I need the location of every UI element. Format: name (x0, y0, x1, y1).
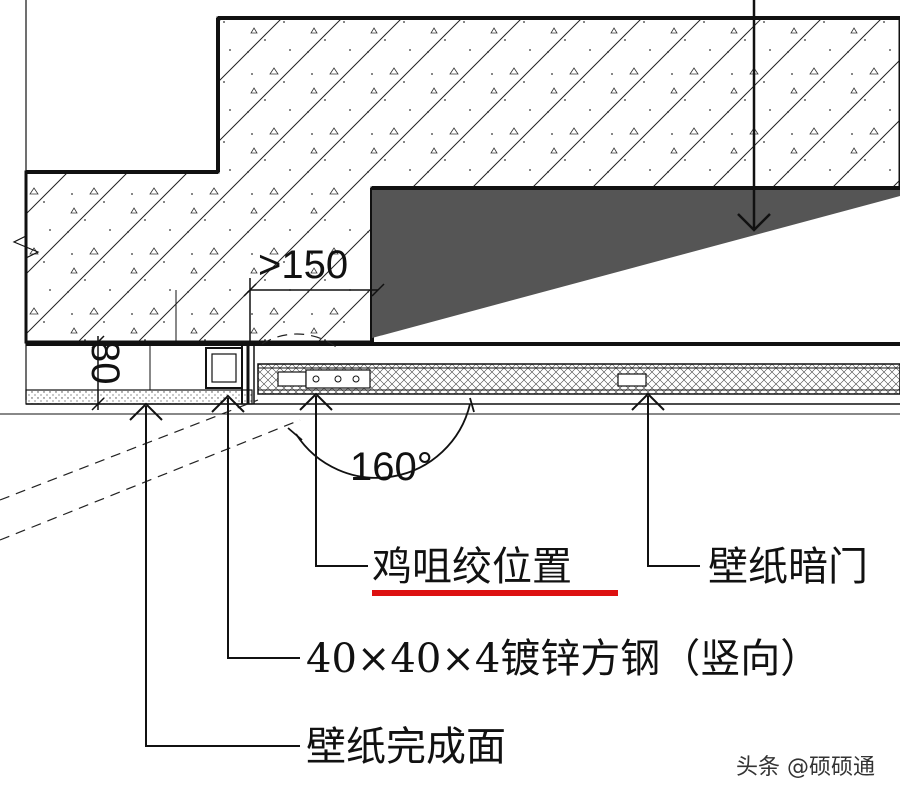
hidden-door-label: 壁纸暗门 (708, 544, 868, 590)
reference-arrow (737, 0, 771, 232)
hinge-position-label: 鸡咀绞位置 (372, 544, 572, 590)
angle-arc (287, 397, 475, 479)
steel-tube-label: 40×40×4镀锌方钢（竖向） (306, 636, 820, 682)
dimension-150 (243, 278, 385, 344)
door-swing (0, 333, 341, 541)
leader-lines (129, 392, 700, 747)
break-line (12, 0, 40, 400)
highlight-underline (372, 590, 618, 596)
dimension-80-label: 80 (83, 340, 127, 385)
wall-finish-layers (0, 342, 900, 415)
steel-tube (149, 290, 255, 404)
wallpaper-finish-label: 壁纸完成面 (306, 724, 506, 770)
dimension-80 (91, 335, 105, 411)
watermark: 头条 @硕硕通 (736, 755, 875, 780)
shadow-wedge (372, 190, 900, 338)
door-panel (257, 363, 900, 395)
angle-label: 160° (350, 445, 433, 489)
dimension-150-label: >150 (258, 243, 348, 287)
